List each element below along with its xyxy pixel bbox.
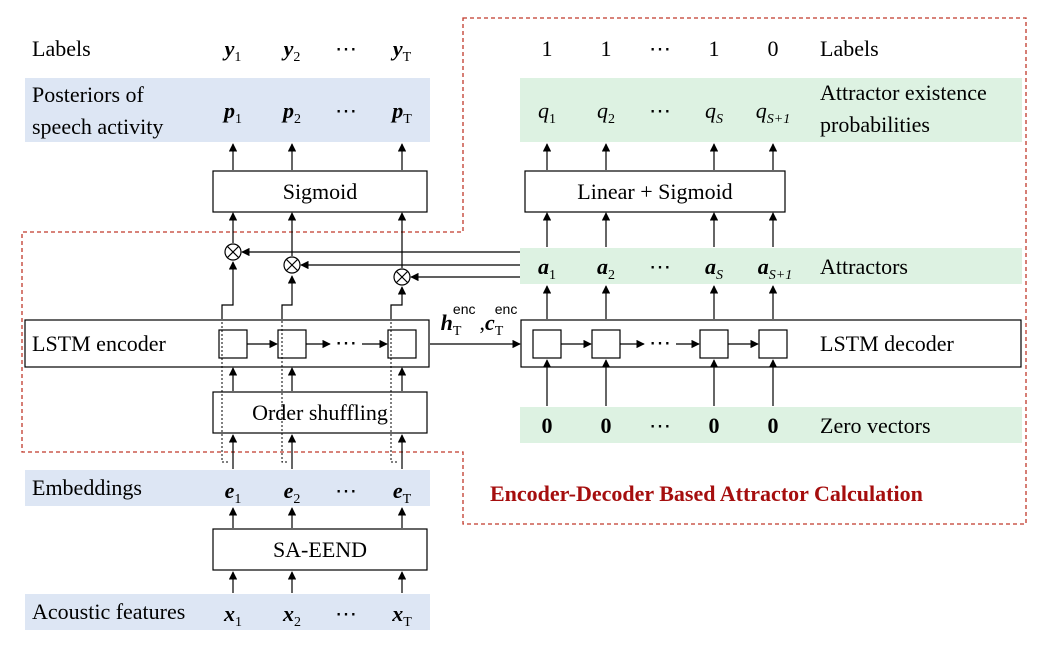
decoder-cell [699,329,729,359]
embeddings-title: Embeddings [32,475,142,500]
zero-ellipsis: ⋯ [649,413,671,438]
eda-caption: Encoder-Decoder Based Attractor Calculat… [490,481,923,506]
decoder-cell-ellipsis: ⋯ [649,330,671,355]
attractors-title: Attractors [820,254,908,279]
encoder-cell [277,329,307,359]
attractor-symbol: a2 [597,254,615,283]
zero-title: Zero vectors [820,413,931,438]
zero-value: 0 [767,413,779,438]
eda-region-border [21,17,1027,525]
sigmoid-box [212,170,428,213]
existence-symbol: q1 [538,98,556,127]
label-symbol: y1 [224,36,242,65]
acoustic-ellipsis: ⋯ [335,601,357,626]
lstm-decoder-label: LSTM decoder [820,331,954,356]
right-label-ellipsis: ⋯ [649,36,671,61]
right-label-value: 1 [600,36,612,61]
attractors-band [520,248,1022,284]
decoder-cell [591,329,621,359]
label-symbol: yT [392,36,412,65]
attractor-symbol: a1 [538,254,556,283]
encoder-cell [387,329,417,359]
attractor-symbol: aS+1 [757,254,793,283]
posterior-symbol: p1 [224,98,242,127]
posteriors-title-line1: Posteriors of [32,82,144,107]
linear-sigmoid-label: Linear + Sigmoid [577,179,733,204]
multiply-icon [393,268,411,286]
attractor-ellipsis: ⋯ [649,254,671,279]
existence-title-line2: probabilities [820,112,930,137]
labels-row-title: Labels [32,36,91,61]
posterior-ellipsis: ⋯ [335,98,357,123]
order-shuffling-label: Order shuffling [252,400,388,425]
right-label-value: 1 [541,36,553,61]
encoder-cell [218,329,248,359]
sigmoid-label: Sigmoid [282,179,358,204]
acoustic-symbol: x2 [283,601,301,630]
acoustic-band [25,594,430,630]
embeddings-band [25,470,430,506]
existence-band [520,78,1022,142]
label-ellipsis: ⋯ [335,36,357,61]
right-labels-title: Labels [820,36,879,61]
multiply-icon [224,243,242,261]
sa-eend-box [212,528,428,571]
zero-value: 0 [541,413,553,438]
posterior-symbol: pT [392,98,412,127]
right-label-value: 0 [767,36,779,61]
embedding-ellipsis: ⋯ [335,478,357,503]
zero-value: 0 [708,413,720,438]
existence-symbol: qS+1 [755,98,791,127]
acoustic-symbol: x1 [224,601,242,630]
embedding-symbol: eT [392,478,412,507]
existence-symbol: q2 [597,98,615,127]
attractor-symbol: aS [705,254,723,283]
sa-eend-label: SA-EEND [272,537,368,562]
zero-band [520,407,1022,443]
existence-symbol: qS [705,98,723,127]
posterior-symbol: p2 [283,98,301,127]
embedding-symbol: e2 [283,478,301,507]
posteriors-title-line2: speech activity [32,114,164,139]
right-label-value: 1 [708,36,720,61]
acoustic-title: Acoustic features [32,599,186,624]
multiply-icon [283,256,301,274]
lstm-encoder-label: LSTM encoder [32,331,166,356]
decoder-cell [532,329,562,359]
label-symbol: y2 [283,36,301,65]
decoder-cell [758,329,788,359]
linear-sigmoid-box [524,170,786,213]
embedding-symbol: e1 [224,478,242,507]
existence-title-line1: Attractor existence [820,80,987,105]
posteriors-band [25,78,430,142]
encoder-cell-ellipsis: ⋯ [335,330,357,355]
existence-ellipsis: ⋯ [649,98,671,123]
zero-value: 0 [600,413,612,438]
acoustic-symbol: xT [392,601,412,630]
